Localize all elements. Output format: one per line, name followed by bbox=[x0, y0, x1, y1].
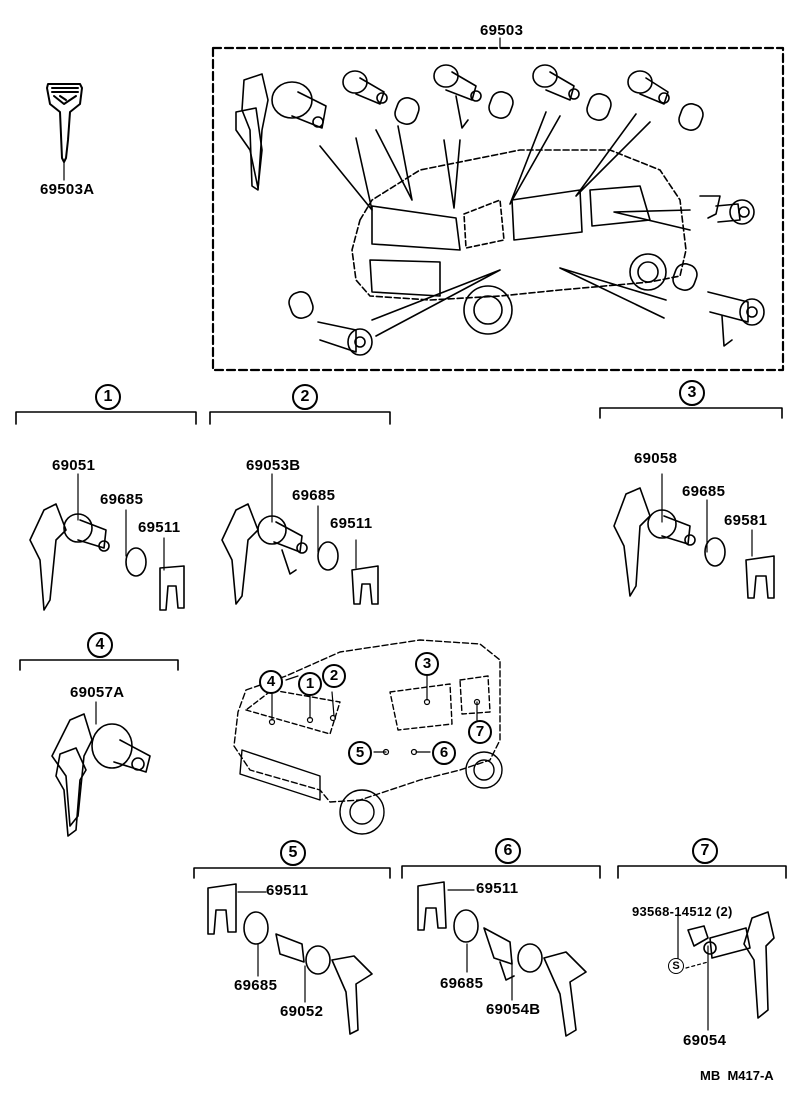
part-number: 69511 bbox=[266, 882, 309, 899]
group-2-callout: 2 bbox=[292, 384, 318, 410]
part-number: 69511 bbox=[476, 880, 519, 897]
part-number: 93568-14512 (2) bbox=[632, 904, 733, 919]
drawing-code: MB M417-A bbox=[700, 1068, 774, 1083]
part-number: 69685 bbox=[682, 483, 726, 500]
group-1-callout: 1 bbox=[95, 384, 121, 410]
part-number: 69058 bbox=[634, 450, 678, 467]
leader-lines bbox=[77, 473, 753, 1031]
van-callout-5: 5 bbox=[348, 741, 372, 765]
group-brackets bbox=[15, 407, 787, 879]
group-5-callout: 5 bbox=[280, 840, 306, 866]
part-number: 69511 bbox=[138, 519, 181, 536]
van-callout-4: 4 bbox=[259, 670, 283, 694]
part-number: 69054B bbox=[486, 1001, 541, 1018]
part-number: 69685 bbox=[440, 975, 484, 992]
part-number: 69053B bbox=[246, 457, 301, 474]
part-number: 69685 bbox=[234, 977, 278, 994]
van-illustration-middle bbox=[233, 639, 503, 835]
group-6-callout: 6 bbox=[495, 838, 521, 864]
part-number: 69057A bbox=[70, 684, 125, 701]
part-number: 69581 bbox=[724, 512, 768, 529]
part-number: 69052 bbox=[280, 1003, 324, 1020]
group-3-callout: 3 bbox=[679, 380, 705, 406]
part-number: 69511 bbox=[330, 515, 373, 532]
van-illustration-top bbox=[319, 111, 691, 337]
part-number: 69685 bbox=[292, 487, 336, 504]
van-callout-2: 2 bbox=[322, 664, 346, 688]
group-7-callout: 7 bbox=[692, 838, 718, 864]
lock-cylinder-icons-top bbox=[235, 64, 765, 356]
van-callout-1: 1 bbox=[298, 672, 322, 696]
part-number: 69054 bbox=[683, 1032, 727, 1049]
key-icon bbox=[46, 83, 83, 181]
screw-symbol: S bbox=[668, 958, 684, 974]
van-callout-7: 7 bbox=[468, 720, 492, 744]
part-number-key: 69503A bbox=[40, 181, 95, 198]
group-part-icons bbox=[29, 487, 775, 1037]
set-box bbox=[211, 46, 785, 372]
part-number-set: 69503 bbox=[480, 22, 524, 39]
van-callout-3: 3 bbox=[415, 652, 439, 676]
van-callout-leaders bbox=[268, 675, 481, 756]
part-number: 69051 bbox=[52, 457, 96, 474]
group-4-callout: 4 bbox=[87, 632, 113, 658]
part-number: 69685 bbox=[100, 491, 144, 508]
van-callout-6: 6 bbox=[432, 741, 456, 765]
